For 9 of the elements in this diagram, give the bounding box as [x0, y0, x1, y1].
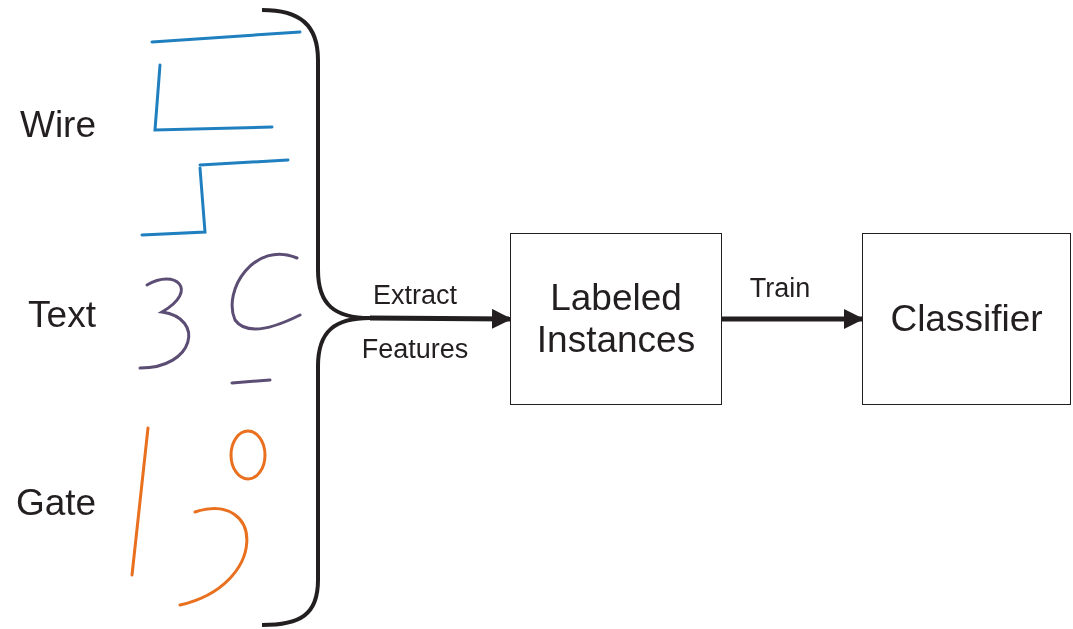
- process-box: Classifier: [862, 233, 1071, 405]
- process-box: Labeled Instances: [510, 233, 722, 405]
- edge-label: Extract Features: [360, 279, 470, 366]
- arrow: [722, 309, 864, 329]
- category-label: Text: [14, 290, 110, 340]
- edge-label: Train: [748, 272, 812, 304]
- arrow: [370, 308, 512, 329]
- category-label: Gate: [0, 478, 112, 528]
- category-label: Wire: [0, 100, 116, 150]
